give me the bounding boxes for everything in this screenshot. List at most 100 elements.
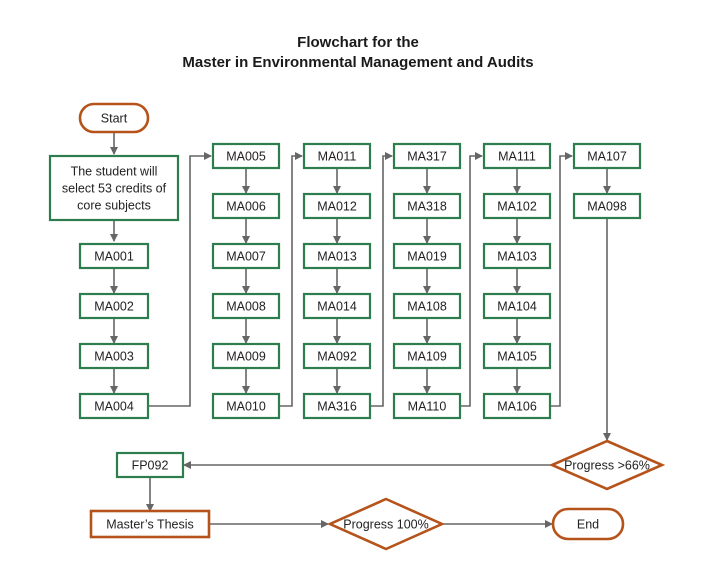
course-ma010: MA010 <box>211 392 281 420</box>
course-ma109-shape <box>392 342 462 370</box>
course-ma014-label: MA014 <box>317 299 357 313</box>
course-ma103-label: MA103 <box>497 249 537 263</box>
course-ma006-label: MA006 <box>226 199 266 213</box>
course-ma009: MA009 <box>211 342 281 370</box>
course-ma007-label: MA007 <box>226 249 266 263</box>
course-ma011-shape <box>302 142 372 170</box>
course-ma317-shape <box>392 142 462 170</box>
course-ma092: MA092 <box>302 342 372 370</box>
course-ma004-shape <box>78 392 150 420</box>
course-ma010-shape <box>211 392 281 420</box>
course-ma102-shape <box>482 192 552 220</box>
course-ma105-shape <box>482 342 552 370</box>
intro-line-2: select 53 credits of <box>62 181 167 195</box>
course-ma107: MA107 <box>572 142 642 170</box>
course-ma316-shape <box>302 392 372 420</box>
course-ma001: MA001 <box>78 242 150 270</box>
intro-box: The student will select 53 credits of core… <box>48 154 180 222</box>
course-ma110-shape <box>392 392 462 420</box>
course-ma009-label: MA009 <box>226 349 266 363</box>
course-ma005-label: MA005 <box>226 149 266 163</box>
course-ma007-shape <box>211 242 281 270</box>
course-ma103-shape <box>482 242 552 270</box>
course-ma102: MA102 <box>482 192 552 220</box>
masters-thesis-box: Master’s Thesis <box>89 509 211 539</box>
course-ma008: MA008 <box>211 292 281 320</box>
end-terminal: End <box>551 507 625 541</box>
course-ma005-shape <box>211 142 281 170</box>
course-ma006: MA006 <box>211 192 281 220</box>
course-fp092: FP092 <box>115 451 185 479</box>
course-ma107-shape <box>572 142 642 170</box>
course-ma006-shape <box>211 192 281 220</box>
end-terminal-shape <box>551 507 625 541</box>
course-ma107-label: MA107 <box>587 149 627 163</box>
course-ma110-label: MA110 <box>408 399 447 413</box>
course-ma008-shape <box>211 292 281 320</box>
course-ma012-label: MA012 <box>317 199 357 213</box>
course-ma003-shape <box>78 342 150 370</box>
course-ma317-label: MA317 <box>407 149 447 163</box>
course-ma104-label: MA104 <box>497 299 537 313</box>
decision-progress-100-label: Progress 100% <box>343 517 428 531</box>
course-ma104: MA104 <box>482 292 552 320</box>
course-ma013: MA013 <box>302 242 372 270</box>
start-terminal-shape <box>78 102 150 134</box>
decision-progress-100-shape <box>326 497 446 551</box>
decision-progress-66: Progress >66% <box>548 439 666 491</box>
course-ma106: MA106 <box>482 392 552 420</box>
chart-title-line-1: Flowchart for the <box>297 34 419 51</box>
course-ma013-shape <box>302 242 372 270</box>
course-ma012-shape <box>302 192 372 220</box>
course-ma106-shape <box>482 392 552 420</box>
course-ma318: MA318 <box>392 192 462 220</box>
course-ma104-shape <box>482 292 552 320</box>
decision-progress-100: Progress 100% <box>326 497 446 551</box>
end-terminal-label: End <box>577 517 599 531</box>
course-ma002-shape <box>78 292 150 320</box>
course-ma001-label: MA001 <box>94 249 134 263</box>
course-ma010-label: MA010 <box>226 399 266 413</box>
course-ma106-label: MA106 <box>497 399 537 413</box>
course-fp092-label: FP092 <box>132 458 169 472</box>
course-ma111-shape <box>482 142 552 170</box>
course-ma092-label: MA092 <box>317 349 357 363</box>
course-ma111-label: MA111 <box>498 149 536 163</box>
course-ma019-shape <box>392 242 462 270</box>
course-ma098-label: MA098 <box>587 199 627 213</box>
intro-line-1: The student will <box>71 164 158 178</box>
course-ma003: MA003 <box>78 342 150 370</box>
course-ma109: MA109 <box>392 342 462 370</box>
course-ma004-label: MA004 <box>94 399 134 413</box>
edge-col5-to-col6 <box>550 152 573 407</box>
course-ma019-label: MA019 <box>407 249 447 263</box>
course-ma008-label: MA008 <box>226 299 266 313</box>
course-ma092-shape <box>302 342 372 370</box>
course-ma098-shape <box>572 192 642 220</box>
course-ma007: MA007 <box>211 242 281 270</box>
course-ma111: MA111 <box>482 142 552 170</box>
course-ma004: MA004 <box>78 392 150 420</box>
edge-col1-to-col2 <box>148 152 212 407</box>
course-ma009-shape <box>211 342 281 370</box>
chart-title-line-2: Master in Environmental Management and A… <box>182 54 534 71</box>
course-ma318-shape <box>392 192 462 220</box>
course-ma011-label: MA011 <box>318 149 357 163</box>
course-ma002: MA002 <box>78 292 150 320</box>
course-ma012: MA012 <box>302 192 372 220</box>
masters-thesis-box-shape <box>89 509 211 539</box>
course-ma318-label: MA318 <box>407 199 447 213</box>
intro-line-3: core subjects <box>77 198 151 212</box>
course-ma098: MA098 <box>572 192 642 220</box>
course-ma105-label: MA105 <box>497 349 537 363</box>
masters-thesis-box-label: Master’s Thesis <box>106 517 194 531</box>
start-terminal: Start <box>78 102 150 134</box>
course-ma014-shape <box>302 292 372 320</box>
course-ma110: MA110 <box>392 392 462 420</box>
edge-col4-to-col5 <box>460 152 483 407</box>
course-fp092-shape <box>115 451 185 479</box>
course-ma109-label: MA109 <box>407 349 447 363</box>
course-ma103: MA103 <box>482 242 552 270</box>
course-ma011: MA011 <box>302 142 372 170</box>
